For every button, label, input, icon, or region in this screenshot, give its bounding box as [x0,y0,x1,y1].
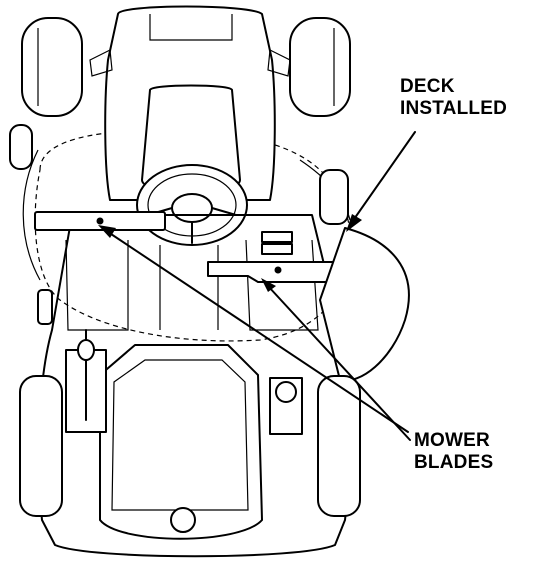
deck-left-curve [22,149,41,281]
front-left-tire [19,375,63,517]
mower-blade-arrow-right [261,278,411,441]
right-blade-slot [207,261,341,283]
front-hitch [170,507,196,533]
deck-installed-label: DECK INSTALLED [400,76,507,120]
mower-blades-label: MOWER BLADES [414,430,493,474]
rear-left-tire [21,17,83,117]
mower-label-line-2: BLADES [414,452,494,473]
mower-label-line-1: MOWER [414,430,490,451]
deck-installed-arrow [346,131,416,232]
rear-right-tire [289,17,351,117]
deck-left-bumper [9,124,33,170]
front-hood [99,344,263,540]
mower-blade-arrow-left [98,225,409,433]
deck-label-line-2: INSTALLED [400,98,507,119]
deck-label-line-1: DECK [400,76,455,97]
front-right-tire [317,375,361,517]
